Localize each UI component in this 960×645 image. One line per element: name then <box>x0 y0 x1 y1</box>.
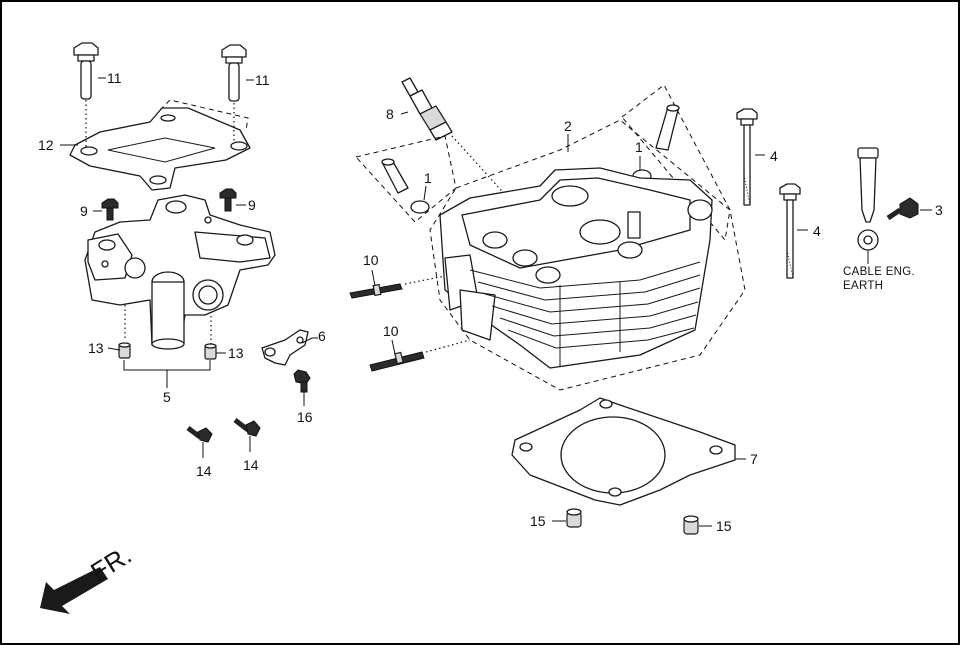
leader-lines <box>60 77 932 527</box>
callout-16: 16 <box>297 409 313 425</box>
dowel-15-right <box>683 515 699 535</box>
callout-6: 6 <box>318 328 326 344</box>
cylinder-head-2 <box>439 167 713 369</box>
callout-7: 7 <box>750 451 758 467</box>
bolt-9-right <box>219 188 237 212</box>
callout-9-left: 9 <box>80 203 88 219</box>
earth-cable <box>857 147 879 264</box>
callout-4-lower: 4 <box>813 223 821 239</box>
long-bolt-4-upper <box>736 108 758 206</box>
leader-5-bracket <box>123 360 211 371</box>
cable-note-line2: EARTH <box>843 280 883 292</box>
valve-guide-left <box>381 158 409 194</box>
callout-5: 5 <box>163 389 171 405</box>
dowel-13-left <box>118 342 131 359</box>
callout-9-right: 9 <box>248 197 256 213</box>
holder-guides <box>124 305 212 345</box>
bolt-16 <box>293 369 311 393</box>
spark-plug-guide <box>451 135 511 201</box>
cylinder-head-outline <box>429 119 746 391</box>
callout-2: 2 <box>564 118 572 134</box>
callout-15-left: 15 <box>530 513 546 529</box>
dowel-13-right <box>204 343 217 360</box>
callout-14-right: 14 <box>243 457 259 473</box>
bolt-3 <box>886 197 919 221</box>
bolt-11-left <box>73 42 99 100</box>
spark-plug-8 <box>401 77 453 141</box>
callout-15-right: 15 <box>716 518 732 534</box>
bolt-14-left <box>186 426 213 443</box>
cable-note-line1: CABLE ENG. <box>843 266 915 278</box>
bolt-14-right <box>233 418 261 437</box>
callout-10-lower: 10 <box>383 323 399 339</box>
callout-8: 8 <box>386 106 394 122</box>
long-bolt-4-lower <box>779 183 801 279</box>
plate-guides <box>85 99 249 147</box>
bolt-9-left <box>101 198 119 221</box>
stud-guide-lower <box>425 339 471 353</box>
callout-11-right: 11 <box>255 72 270 88</box>
bolt-11-right <box>221 44 247 102</box>
stud-10-lower <box>369 351 425 372</box>
camshaft-holder-5 <box>84 194 276 350</box>
callout-10-upper: 10 <box>363 252 379 268</box>
clip-1-left <box>410 200 430 214</box>
callout-1-right: 1 <box>635 139 643 155</box>
callout-13-right: 13 <box>228 345 244 361</box>
callout-14-left: 14 <box>196 463 212 479</box>
valve-group-left-outline <box>355 135 457 223</box>
callout-4-upper: 4 <box>770 148 778 164</box>
dowel-15-left <box>566 508 582 528</box>
callout-13-left: 13 <box>88 340 104 356</box>
stud-guide-upper <box>404 275 446 285</box>
gasket-7 <box>511 397 736 506</box>
callout-12: 12 <box>38 137 54 153</box>
valve-guide-right <box>655 104 680 151</box>
bracket-6 <box>261 329 309 366</box>
stud-10-upper <box>349 283 403 299</box>
callout-1-left: 1 <box>424 170 432 186</box>
callout-11-left: 11 <box>107 70 122 86</box>
callout-3: 3 <box>935 202 943 218</box>
plate-12 <box>69 107 251 191</box>
front-direction-arrow <box>40 567 108 614</box>
